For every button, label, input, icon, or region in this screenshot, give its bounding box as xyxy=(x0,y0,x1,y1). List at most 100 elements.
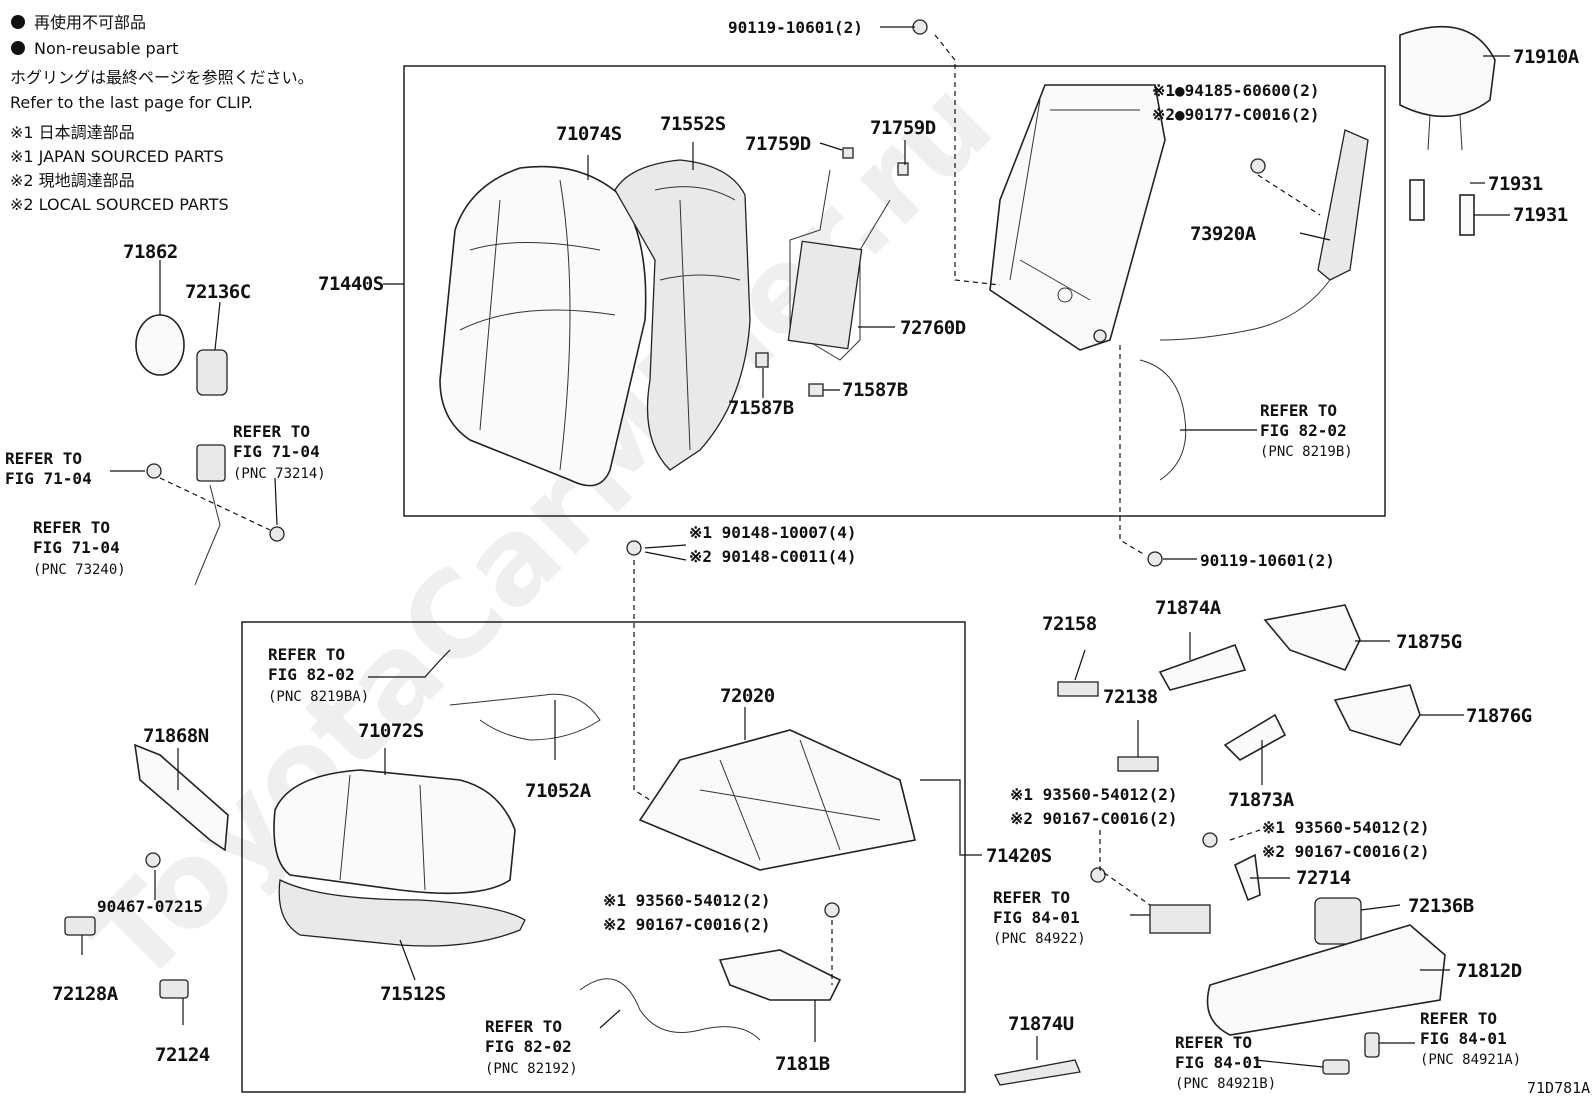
seatback-pad-part[interactable] xyxy=(614,159,751,471)
knob-84921b-part[interactable] xyxy=(1322,1059,1350,1075)
label-90148-2[interactable]: ※2 90148-C0011(4) xyxy=(689,547,857,566)
label-71875g[interactable]: 71875G xyxy=(1396,631,1462,653)
label-71876g[interactable]: 71876G xyxy=(1466,705,1532,727)
bolt-90148[interactable] xyxy=(626,540,642,556)
bolt-90119-top[interactable] xyxy=(912,19,928,35)
label-72136c[interactable]: 72136C xyxy=(185,281,251,303)
label-90177[interactable]: ※2●90177-C0016(2) xyxy=(1152,105,1320,124)
side-airbag-part[interactable] xyxy=(1159,129,1369,341)
label-71868n[interactable]: 71868N xyxy=(143,725,209,747)
label-71074s[interactable]: 71074S xyxy=(556,123,622,145)
label-71440s[interactable]: 71440S xyxy=(318,273,384,295)
clip-72124-part[interactable] xyxy=(159,979,189,999)
ref-fig-82-02-pnc-8219b[interactable]: REFER TO FIG 82-02 (PNC 8219B) xyxy=(1260,401,1353,460)
label-90167-a2[interactable]: ※2 90167-C0016(2) xyxy=(1010,809,1178,828)
label-71873a[interactable]: 71873A xyxy=(1228,789,1295,811)
bracket-7181b-part[interactable] xyxy=(718,949,842,1001)
switch-84922-part[interactable] xyxy=(1149,904,1211,934)
nut-94185-part[interactable] xyxy=(1250,158,1266,174)
clip-71587b-b[interactable] xyxy=(808,383,824,397)
bolt-93560-a[interactable] xyxy=(1090,867,1106,883)
label-93560-c1[interactable]: ※1 93560-54012(2) xyxy=(603,891,771,910)
label-72128a[interactable]: 72128A xyxy=(52,983,119,1005)
label-71512s[interactable]: 71512S xyxy=(380,983,446,1005)
bolt-93560-c[interactable] xyxy=(824,902,840,918)
label-71759d-b[interactable]: 71759D xyxy=(870,117,936,139)
label-71072s[interactable]: 71072S xyxy=(358,720,424,742)
clip-71759d-b[interactable] xyxy=(897,162,909,176)
seat-track-part[interactable] xyxy=(638,729,916,871)
label-93560-a1[interactable]: ※1 93560-54012(2) xyxy=(1010,785,1178,804)
label-71759d-a[interactable]: 71759D xyxy=(745,133,811,155)
label-71931-a[interactable]: 71931 xyxy=(1488,173,1543,195)
headrest-guide-a[interactable] xyxy=(1409,179,1425,221)
cover-71874a-part[interactable] xyxy=(1158,643,1247,691)
label-72714[interactable]: 72714 xyxy=(1296,867,1351,889)
cover-71874u-part[interactable] xyxy=(994,1059,1081,1086)
side-cover-71812d-part[interactable] xyxy=(1206,924,1446,1036)
headrest-part[interactable] xyxy=(1399,25,1496,151)
label-71587b-a[interactable]: 71587B xyxy=(728,397,794,419)
label-72158[interactable]: 72158 xyxy=(1042,613,1097,635)
label-71812d[interactable]: 71812D xyxy=(1456,960,1522,982)
clip-71759d-a[interactable] xyxy=(842,147,854,159)
cover-72158-part[interactable] xyxy=(1057,681,1099,697)
clip-71587b-a[interactable] xyxy=(755,352,769,368)
cover-71873a-part[interactable] xyxy=(1223,713,1287,761)
label-71587b-b[interactable]: 71587B xyxy=(842,379,908,401)
ref-fig-84-01-pnc-84921a[interactable]: REFER TO FIG 84-01 (PNC 84921A) xyxy=(1420,1009,1521,1068)
harness-71052a-part[interactable] xyxy=(449,693,601,741)
label-90167-c2[interactable]: ※2 90167-C0016(2) xyxy=(603,915,771,934)
knob-72136c-part[interactable] xyxy=(196,349,228,396)
label-90119-bottom[interactable]: 90119-10601(2) xyxy=(1200,551,1335,570)
seat-belt-buckle-part[interactable] xyxy=(146,444,285,586)
label-71874a[interactable]: 71874A xyxy=(1155,597,1222,619)
ref-fig-82-02-pnc-8219ba[interactable]: REFER TO FIG 82-02 (PNC 8219BA) xyxy=(268,645,369,705)
label-73920a[interactable]: 73920A xyxy=(1190,223,1257,245)
ref-fig-71-04-pnc-73214[interactable]: REFER TO FIG 71-04 (PNC 73214) xyxy=(233,422,326,482)
label-90119-top[interactable]: 90119-10601(2) xyxy=(728,18,863,37)
label-72124[interactable]: 72124 xyxy=(155,1044,210,1066)
label-71052a[interactable]: 71052A xyxy=(525,780,592,802)
lumbar-support-part[interactable] xyxy=(787,169,891,361)
cover-71876g-part[interactable] xyxy=(1333,684,1421,746)
label-90167-b2[interactable]: ※2 90167-C0016(2) xyxy=(1262,842,1430,861)
label-90148-1[interactable]: ※1 90148-10007(4) xyxy=(689,523,857,542)
label-71910a[interactable]: 71910A xyxy=(1513,46,1580,68)
label-71874u[interactable]: 71874U xyxy=(1008,1013,1074,1035)
label-90467[interactable]: 90467-07215 xyxy=(97,897,203,916)
cover-72138-part[interactable] xyxy=(1117,756,1159,772)
label-71931-b[interactable]: 71931 xyxy=(1513,204,1568,226)
label-71420s[interactable]: 71420S xyxy=(986,845,1052,867)
clip-90467-part[interactable] xyxy=(145,852,161,868)
bolt-93560-b[interactable] xyxy=(1202,832,1218,848)
label-94185[interactable]: ※1●94185-60600(2) xyxy=(1152,81,1320,100)
ref-fig-71-04[interactable]: REFER TO FIG 71-04 xyxy=(5,449,92,488)
label-71552s[interactable]: 71552S xyxy=(660,113,726,135)
label-72760d[interactable]: 72760D xyxy=(900,317,966,339)
knob-84921a-part[interactable] xyxy=(1364,1032,1380,1058)
trim-71868n-part[interactable] xyxy=(134,743,229,852)
label-72136b[interactable]: 72136B xyxy=(1408,895,1474,917)
knob-72136b-part[interactable] xyxy=(1314,897,1362,945)
label-72020[interactable]: 72020 xyxy=(720,685,775,707)
label-71862[interactable]: 71862 xyxy=(123,241,178,263)
clip-72128a-part[interactable] xyxy=(64,916,96,936)
headrest-guide-b[interactable] xyxy=(1459,194,1475,236)
ref-fig-71-04-pnc-73240[interactable]: REFER TO FIG 71-04 (PNC 73240) xyxy=(33,518,126,578)
seat-cushion-pad-part[interactable] xyxy=(278,879,526,947)
ref-fig-84-01-pnc-84922[interactable]: REFER TO FIG 84-01 (PNC 84922) xyxy=(993,888,1086,947)
harness-82192-part[interactable] xyxy=(579,978,761,1041)
seat-cushion-cover-part[interactable] xyxy=(273,769,516,895)
cover-71862-part[interactable] xyxy=(135,314,185,376)
ref-fig-82-02-pnc-82192[interactable]: REFER TO FIG 82-02 (PNC 82192) xyxy=(485,1017,578,1077)
bolt-90119-bottom[interactable] xyxy=(1147,551,1163,567)
seatback-frame-part[interactable] xyxy=(989,84,1166,351)
label-7181b[interactable]: 7181B xyxy=(775,1053,830,1075)
label-93560-b1[interactable]: ※1 93560-54012(2) xyxy=(1262,818,1430,837)
ref-fig-84-01-pnc-84921b[interactable]: REFER TO FIG 84-01 (PNC 84921B) xyxy=(1175,1033,1276,1092)
bracket-72714-part[interactable] xyxy=(1234,853,1261,902)
seatback-cover-part[interactable] xyxy=(439,165,647,487)
label-72138[interactable]: 72138 xyxy=(1103,686,1158,708)
seatback-harness-part[interactable] xyxy=(1139,359,1187,481)
